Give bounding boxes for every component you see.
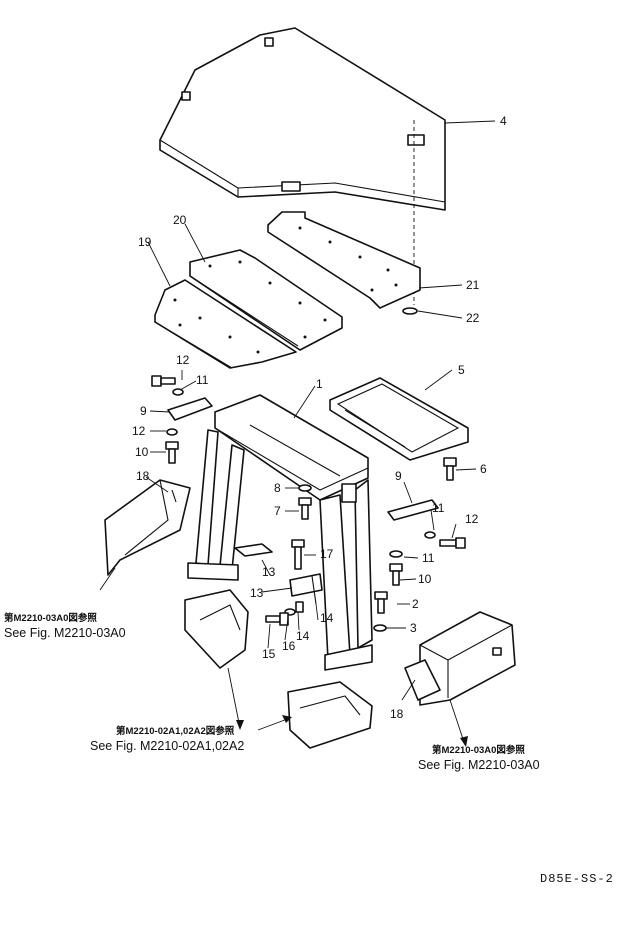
callout-9: 9 xyxy=(140,404,147,418)
part-1-stand xyxy=(187,394,373,671)
callout-16: 16 xyxy=(282,639,296,653)
callout-11: 11 xyxy=(432,501,445,515)
reference-right-jp: 第M2210-03A0図参照 xyxy=(432,745,525,756)
callout-4: 4 xyxy=(500,114,507,128)
part-18-left-cover xyxy=(104,479,191,576)
callout-18: 18 xyxy=(136,469,150,483)
callout-5: 5 xyxy=(458,363,465,377)
callout-6: 6 xyxy=(480,462,487,476)
callout-14: 14 xyxy=(320,611,334,625)
callout-22: 22 xyxy=(466,311,480,325)
callout-15: 15 xyxy=(262,647,276,661)
part-21-plate xyxy=(267,211,421,309)
callout-13: 13 xyxy=(262,565,276,579)
part-6-bolt xyxy=(443,457,457,481)
left-fasteners xyxy=(151,375,213,464)
callout-11: 11 xyxy=(196,373,209,387)
part-19-plate xyxy=(154,279,297,369)
callout-10: 10 xyxy=(418,572,432,586)
reference-left-en: See Fig. M2210-03A0 xyxy=(4,626,126,640)
right-fasteners xyxy=(387,499,466,586)
reference-center-jp: 第M2210-02A1,02A2図参照 xyxy=(116,726,235,737)
part-8-washer xyxy=(298,484,312,492)
callout-8: 8 xyxy=(274,481,281,495)
callout-14: 14 xyxy=(296,629,310,643)
part-20-plate xyxy=(189,249,343,351)
part-22-washer xyxy=(402,307,418,315)
callout-18: 18 xyxy=(390,707,404,721)
part-2-3-bolt-washer xyxy=(373,591,388,632)
callout-2: 2 xyxy=(412,597,419,611)
callout-21: 21 xyxy=(466,278,480,292)
reference-right: 第M2210-03A0図参照 See Fig. M2210-03A0 xyxy=(418,744,540,772)
callout-3: 3 xyxy=(410,621,417,635)
callout-1: 1 xyxy=(316,377,323,391)
reference-left: 第M2210-03A0図参照 See Fig. M2210-03A0 xyxy=(4,612,126,640)
part-5-tray xyxy=(329,377,469,461)
callout-12: 12 xyxy=(465,512,479,526)
drawing-code: D85E-SS-2 xyxy=(540,872,614,886)
callout-19: 19 xyxy=(138,235,152,249)
callout-10: 10 xyxy=(135,445,149,459)
callout-17: 17 xyxy=(320,547,334,561)
part-18-right-cover xyxy=(404,611,516,706)
callout-7: 7 xyxy=(274,504,281,518)
leader-lines xyxy=(99,120,496,747)
callout-numbers: 1234567899101011111112121213131414151617… xyxy=(132,114,507,721)
center-fasteners xyxy=(234,539,323,626)
reference-center: 第M2210-02A1,02A2図参照 See Fig. M2210-02A1,… xyxy=(90,725,244,753)
callout-13: 13 xyxy=(250,586,264,600)
reference-center-en: See Fig. M2210-02A1,02A2 xyxy=(90,739,245,753)
reference-left-jp: 第M2210-03A0図参照 xyxy=(4,613,97,624)
callout-9: 9 xyxy=(395,469,402,483)
center-bracket-assembly xyxy=(184,589,373,749)
callout-11: 11 xyxy=(422,551,435,565)
callout-12: 12 xyxy=(132,424,146,438)
callout-12: 12 xyxy=(176,353,190,367)
callout-20: 20 xyxy=(173,213,187,227)
reference-right-en: See Fig. M2210-03A0 xyxy=(418,758,540,772)
part-7-bolt xyxy=(298,497,312,520)
